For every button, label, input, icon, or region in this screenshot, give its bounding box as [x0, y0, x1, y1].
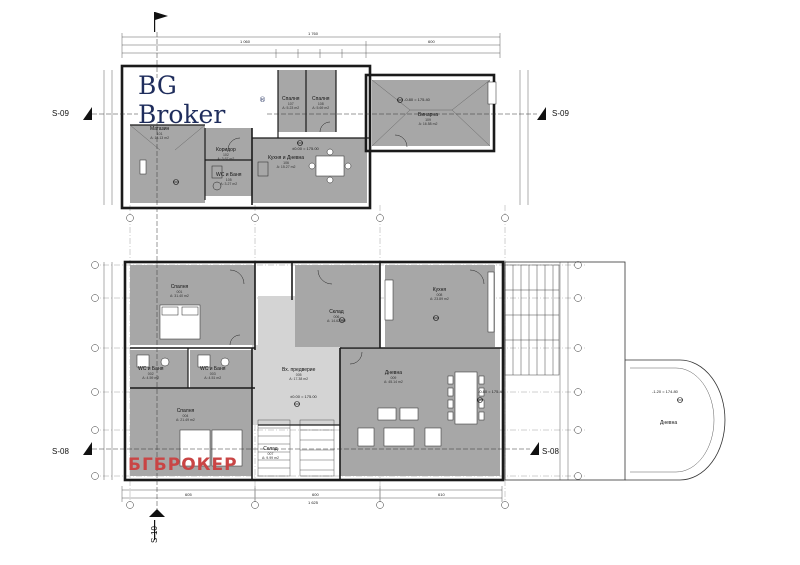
room-wc-3: WC и Баня 003 А: 4.51 m2	[200, 366, 226, 381]
level-vinarna: -0.80 = 175.40	[404, 97, 430, 102]
level-upper: ±0.00 = 175.00	[292, 146, 319, 151]
room-dnevna-terrace: Дневна	[660, 420, 678, 426]
dim-bottom-c: 610	[438, 492, 445, 497]
room-spalnia-4: Спалня 004 А: 21.49 m2	[176, 408, 195, 423]
room-dnevna: Дневна 009 А: 45.14 m2	[384, 370, 403, 385]
room-sklad-2: Склад 007 А: 9.99 m2	[262, 446, 279, 461]
bg-broker-logo: BG Broker ®	[138, 71, 266, 129]
level-lower-right: -0.80 = 175.40	[478, 389, 504, 394]
grid-bubbles	[91, 214, 582, 509]
lower-floor	[123, 260, 505, 482]
room-sklad-1: Склад 006 А: 14.62 m2	[327, 309, 346, 324]
level-terrace: -1.20 = 174.80	[652, 389, 678, 394]
section-label-s08-left: S-08	[52, 447, 69, 456]
room-wc-2: WC и Баня 002 А: 4.59 m2	[138, 366, 164, 381]
room-wc-1: WC и Баня 105 А: 3.27 m2	[216, 172, 242, 187]
room-spalnia-2: Спалня 108 А: 5.69 m2	[312, 96, 330, 111]
room-spalnia-3: Спалня 001 А: 31.40 m2	[170, 284, 189, 299]
logo-registered-mark: ®	[259, 96, 266, 104]
dim-bottom-a: 605	[185, 492, 192, 497]
dim-top-a: 1 060	[240, 39, 251, 44]
pergola	[504, 264, 560, 376]
side-dimensions	[103, 70, 569, 480]
section-label-s09-left: S-09	[52, 109, 69, 118]
logo-text: BG Broker	[138, 71, 226, 129]
dim-top-b: 600	[428, 39, 435, 44]
top-dimensions	[121, 33, 501, 58]
dim-bottom-b: 600	[312, 492, 319, 497]
section-markers	[83, 12, 546, 540]
room-magazin: Магазин 101 А: 18.13 m2	[150, 126, 170, 141]
room-spalnia-1: Спалня 107 А: 5.23 m2	[282, 96, 300, 111]
level-markers	[173, 97, 683, 407]
room-vinarna: Винарна 109 А: 16.58 m2	[418, 112, 438, 127]
room-vh-predverie: Вх. предверие 005 А: 17.38 m2	[282, 367, 316, 382]
upper-floor	[120, 64, 497, 210]
room-kuhnia-dnevna: Кухня и Дневна 106 А: 15.27 m2	[268, 155, 305, 170]
bottom-dimensions	[121, 486, 503, 502]
dim-bottom-total: 1 625	[308, 500, 319, 505]
level-lower: ±0.00 = 175.00	[290, 394, 317, 399]
room-koridor: Коридор 102 А: 3.67 m2	[216, 147, 236, 162]
room-kuhnia: Кухня 008 А: 23.89 m2	[430, 287, 449, 302]
section-label-s09-right: S-09	[552, 109, 569, 118]
section-label-s10: S-10	[149, 526, 159, 543]
watermark: БГБРОКЕР	[128, 455, 238, 475]
section-label-s08-right: S-08	[542, 447, 559, 456]
dim-top-total: 1 760	[308, 31, 319, 36]
